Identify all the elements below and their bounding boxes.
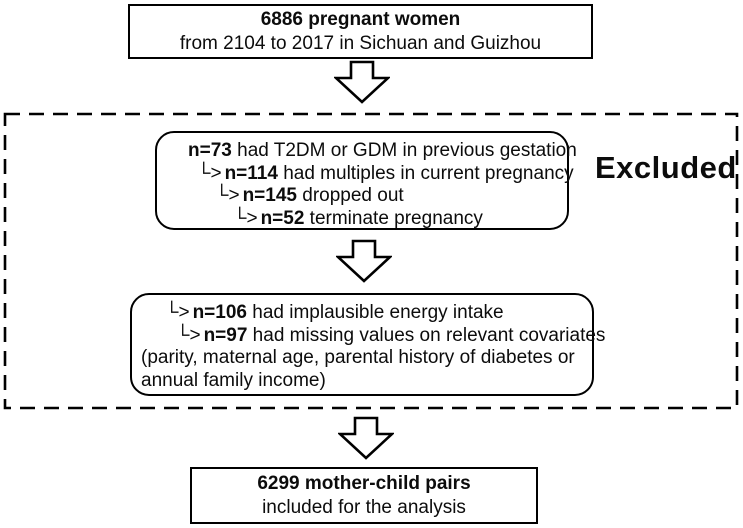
exclusion-count: n=97 xyxy=(203,324,248,346)
exclusion-count: n=145 xyxy=(242,185,297,206)
exclusion-box-1: n=73 had T2DM or GDM in previous gestati… xyxy=(155,131,577,231)
exclusion-line: └>n=114 had multiples in current pregnan… xyxy=(197,162,574,186)
exclusion-count: n=106 xyxy=(192,302,247,323)
exclusion-reason: had missing values on relevant covariate… xyxy=(247,324,606,346)
exclusion-count: n=52 xyxy=(260,207,305,229)
analysis-detail: included for the analysis xyxy=(262,497,466,518)
exclusion-box-2: └>n=106 had implausible energy intake └>… xyxy=(130,293,605,396)
branch-corner-icon: └> xyxy=(233,207,258,229)
exclusion-reason: had T2DM or GDM in previous gestation xyxy=(231,140,577,161)
enrollment-box: 6886 pregnant women from 2104 to 2017 in… xyxy=(128,4,593,59)
exclusion-reason: terminate pregnancy xyxy=(304,207,483,229)
exclusion-line: └>n=106 had implausible energy intake xyxy=(165,302,586,325)
exclusion-reason: dropped out xyxy=(296,185,404,206)
exclusion-reason: annual family income) xyxy=(141,369,326,391)
exclusion-line: n=73 had T2DM or GDM in previous gestati… xyxy=(185,140,577,163)
exclusion-line: └>n=52 terminate pregnancy xyxy=(233,208,561,231)
exclusion-line-continuation: annual family income) xyxy=(141,370,586,393)
analysis-count: 6299 mother-child pairs xyxy=(257,473,471,494)
exclusion-line: └>n=145 dropped out xyxy=(215,185,561,208)
down-arrow-icon xyxy=(334,60,390,104)
exclusion-count: n=73 xyxy=(188,140,232,161)
branch-corner-icon: └> xyxy=(215,185,240,206)
exclusion-line: └>n=97 had missing values on relevant co… xyxy=(176,324,605,348)
excluded-label: Excluded xyxy=(595,150,737,185)
branch-corner-icon: └> xyxy=(176,324,201,346)
branch-corner-icon: └> xyxy=(197,162,222,184)
exclusion-reason: had multiples in current pregnancy xyxy=(277,162,574,184)
exclusion-reason: (parity, maternal age, parental history … xyxy=(141,347,575,368)
analysis-box: 6299 mother-child pairs included for the… xyxy=(190,467,538,524)
branch-corner-icon: └> xyxy=(165,302,190,323)
exclusion-reason: had implausible energy intake xyxy=(246,302,504,323)
enrollment-count: 6886 pregnant women xyxy=(260,9,461,30)
excluded-container-border xyxy=(3,112,739,410)
exclusion-count: n=114 xyxy=(224,162,278,184)
down-arrow-icon xyxy=(338,416,394,460)
enrollment-detail: from 2104 to 2017 in Sichuan and Guizhou xyxy=(179,33,542,54)
exclusion-line-continuation: (parity, maternal age, parental history … xyxy=(141,347,586,370)
down-arrow-icon xyxy=(336,239,392,283)
